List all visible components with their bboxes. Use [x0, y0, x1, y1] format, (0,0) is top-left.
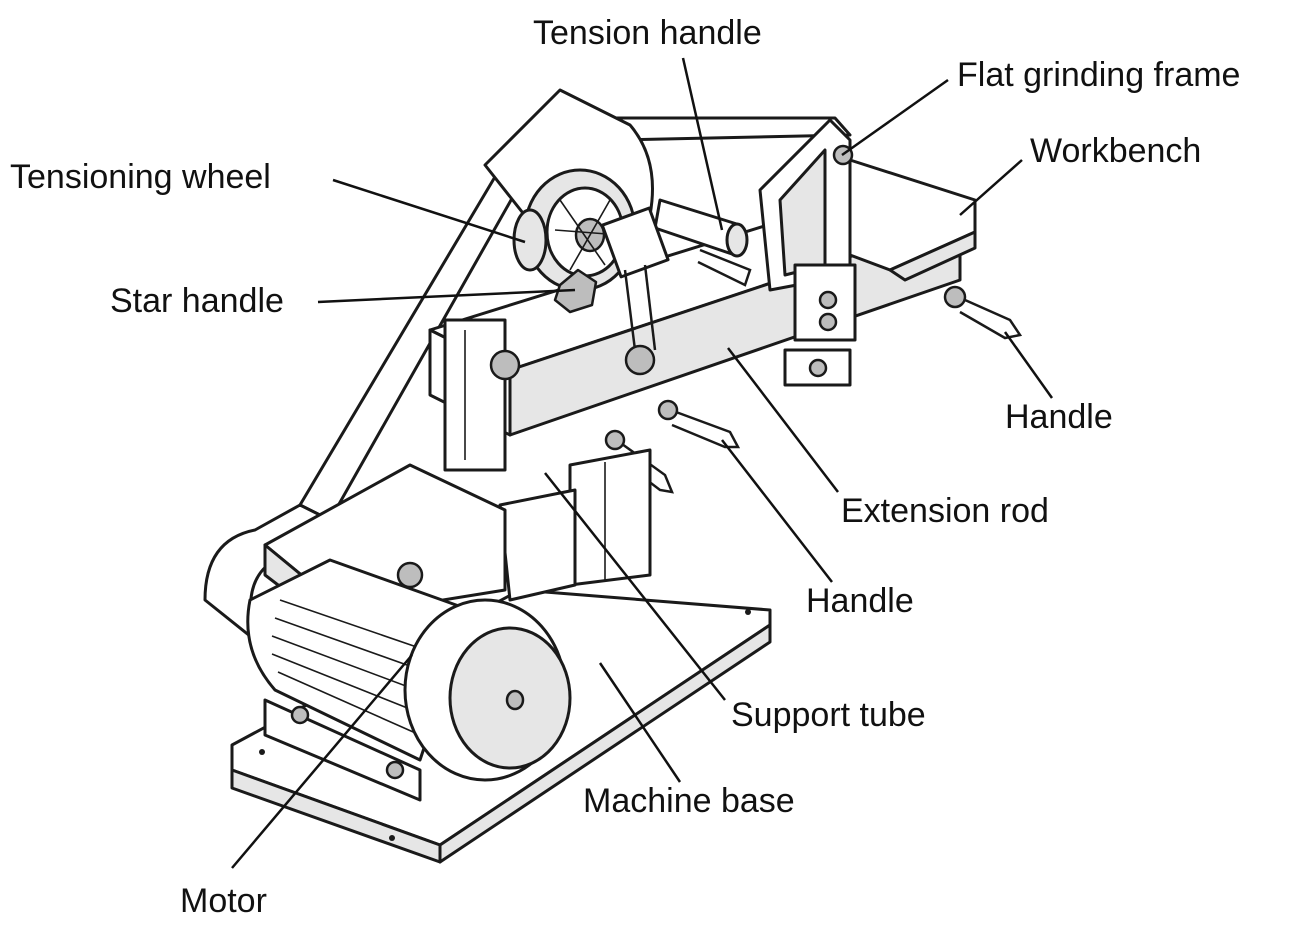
label-handle-lower: Handle — [806, 582, 914, 620]
label-handle-right: Handle — [1005, 398, 1113, 436]
leader-support-tube — [544, 472, 726, 701]
machine-drawing — [203, 88, 1023, 864]
workbench-drawing — [848, 158, 977, 282]
label-workbench: Workbench — [1030, 132, 1201, 170]
leader-lines — [231, 57, 1054, 869]
lower-frame-drawing — [498, 488, 577, 602]
motor-drawing — [246, 463, 572, 802]
leader-tensioning-wheel — [332, 178, 526, 244]
label-tensioning-wheel: Tensioning wheel — [10, 158, 271, 196]
label-support-tube: Support tube — [731, 696, 926, 734]
left-upright-drawing — [443, 318, 521, 472]
leader-extension-rod — [727, 347, 839, 493]
label-star-handle: Star handle — [110, 282, 284, 320]
right-handle-drawing — [943, 285, 1023, 340]
part-labels: Tension handle Flat grinding frame Workb… — [10, 14, 1240, 920]
support-tube-drawing — [568, 448, 652, 587]
flat-grinding-frame-drawing — [758, 118, 857, 342]
tension-handle-drawing — [653, 198, 752, 287]
leader-flat-grinding-frame — [841, 78, 949, 157]
label-tension-handle: Tension handle — [533, 14, 762, 52]
label-flat-grinding-frame: Flat grinding frame — [957, 56, 1240, 94]
leader-star-handle — [317, 288, 576, 304]
leader-handle-lower — [721, 439, 833, 583]
leader-handle-right — [1003, 331, 1054, 399]
label-machine-base: Machine base — [583, 782, 795, 820]
leader-tension-handle — [681, 57, 724, 231]
star-handle-drawing — [553, 206, 670, 376]
leader-workbench — [959, 159, 1023, 216]
label-extension-rod: Extension rod — [841, 492, 1049, 530]
leader-motor — [231, 654, 413, 869]
label-motor: Motor — [180, 882, 267, 920]
leader-machine-base — [598, 662, 682, 783]
